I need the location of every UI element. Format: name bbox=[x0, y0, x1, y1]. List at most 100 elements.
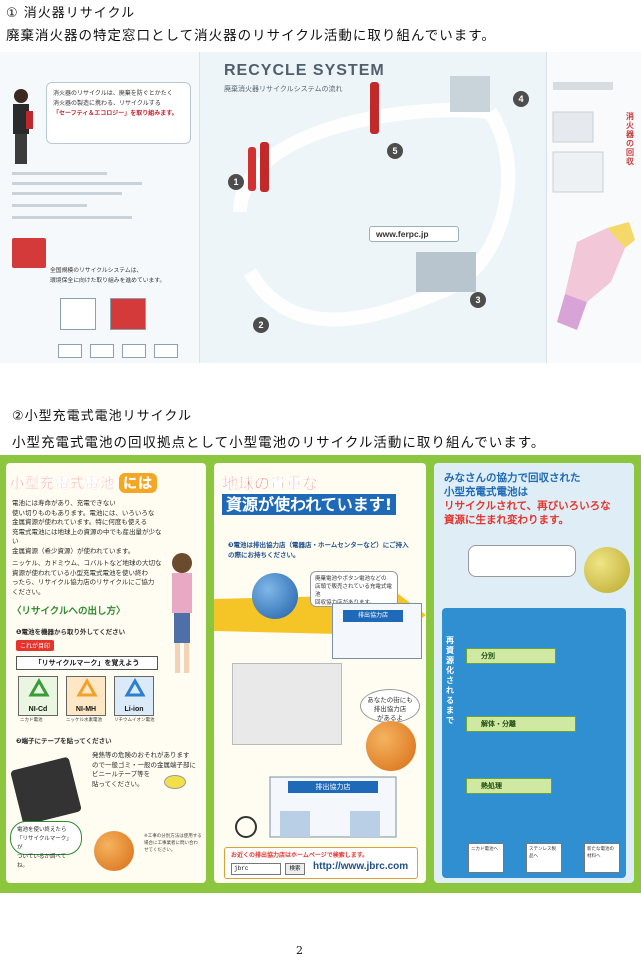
tape-line: ビニールテープ等を bbox=[92, 770, 151, 778]
earth-mascot-icon bbox=[252, 573, 298, 619]
liion-mark-label: Li-ion bbox=[124, 706, 144, 713]
howto-title: 〈リサイクルへの出し方〉 bbox=[12, 606, 126, 617]
battery-resource-text: ニッケル、カドミウム、コバルトなど地球の大切な 資源が使われている小型充電式電池… bbox=[12, 559, 162, 597]
speech-line: 廃棄電池やボタン電池などの bbox=[315, 576, 387, 582]
section1-text: 廃棄消火器の特定窓口として消火器のリサイクル活動に取り組んでいます。 bbox=[6, 28, 496, 44]
shop-street-illustration: 排出協力店 bbox=[230, 771, 410, 841]
section2-text: 小型充電式電池の回収拠点として小型電池のリサイクル活動に取り組んでいます。 bbox=[12, 435, 546, 451]
recycling-flow: 再資源化されるまで 分別 解体・分離 熱処理 bbox=[442, 608, 626, 878]
mark-tag: これが目印 bbox=[16, 640, 55, 651]
jbrc-url-link[interactable]: http://www.jbrc.com bbox=[313, 861, 409, 872]
recycle-icon bbox=[124, 677, 146, 697]
system-hint: 全国規模のリサイクルシステムは、 環境保全に向けた取り組みを進めています。 bbox=[50, 266, 195, 286]
extinguisher-icon bbox=[260, 142, 269, 192]
step3-text: ❸電池は排出協力店（電器店・ホームセンターなど）にご持入の際にお持ちください。 bbox=[228, 541, 409, 559]
red-label-box bbox=[12, 238, 46, 268]
text-line bbox=[12, 216, 132, 219]
girl-illustration bbox=[172, 553, 192, 673]
extinguisher-recycle-panel: 消火器のリサイクルは、廃棄を防ぐとかたく 消火器の製造に携わる、リサイクルする … bbox=[0, 52, 641, 363]
text-line bbox=[12, 204, 87, 207]
recycle-icon bbox=[28, 677, 50, 697]
intro-text-line: 金属資源（希少資源）が使われています。 bbox=[12, 546, 135, 555]
step-4-number: 4 bbox=[518, 94, 523, 104]
result-nicd: ニカド電池へ bbox=[468, 843, 504, 873]
hint-line-2: 環境保全に向けた取り組みを進めています。 bbox=[50, 278, 166, 284]
factory-icon bbox=[416, 252, 476, 292]
search-caption: お近くの排出協力店はホームページで検索します。 bbox=[231, 852, 369, 859]
shop-bubble: あなたの街にも 排出協力店 があるよ bbox=[360, 689, 420, 723]
step-1-number: 1 bbox=[233, 177, 238, 187]
recycle-icon bbox=[76, 677, 98, 697]
tape-line: 貼ってください。 bbox=[92, 779, 144, 788]
battery-photo bbox=[10, 756, 82, 826]
recycling-process-column: みなさんの協力で回収された 小型充電式電池は リサイクルされて、再びいろいろな … bbox=[434, 463, 634, 883]
process-title-line2: 小型充電式電池は bbox=[444, 486, 528, 498]
mark-check-note: 電池を使い終えたら 「リサイクルマーク」が ついているか調べてね。 bbox=[10, 821, 82, 869]
battery-title: 小型充電式電池には bbox=[10, 473, 157, 493]
stage-sorting: 分別 bbox=[466, 648, 556, 664]
japan-map-illustration bbox=[552, 82, 635, 330]
stage-disassembly: 解体・分離 bbox=[466, 716, 576, 732]
speech-line: 店頭で販売されている充電式電池 bbox=[315, 584, 392, 598]
resource-text-line: ください。 bbox=[12, 587, 45, 596]
tape-instructions: 発熱等の危険のおそれがあります ので一般ゴミ・一般の金属端子部に ビニールテープ… bbox=[92, 751, 202, 789]
flow-box bbox=[58, 344, 82, 358]
resource-text-line: 資源が使われている小型充電式電池を使い終わ bbox=[12, 568, 148, 577]
panel1-left-column: 消火器のリサイクルは、廃棄を防ぐとかたく 消火器の製造に携わる、リサイクルする … bbox=[0, 52, 200, 363]
battery-intro-text: 電池には寿命があり、充電できない 使い切りものもあります。電池には、いろいろな … bbox=[12, 499, 162, 556]
step-5-number: 5 bbox=[392, 146, 397, 156]
nicd-recycle-mark: NI-Cd bbox=[18, 676, 58, 716]
mascot-icon bbox=[366, 721, 416, 771]
extinguisher-icon bbox=[370, 82, 379, 134]
flow-box bbox=[122, 344, 146, 358]
bubble-line: があるよ bbox=[377, 714, 403, 722]
speech-bubble bbox=[468, 545, 576, 577]
result-new-battery: 新たな電池の材料へ bbox=[584, 843, 620, 873]
nicd-caption: ニカド電池 bbox=[20, 718, 43, 723]
collection-speech: 廃棄電池やボタン電池などの 店頭で販売されている充電式電池 回収協力店があります… bbox=[310, 571, 398, 607]
collected-batteries-photo bbox=[232, 663, 342, 745]
page-number: 2 bbox=[296, 944, 303, 957]
flow-box bbox=[90, 344, 114, 358]
tape-line: 発熱等の危険のおそれがあります bbox=[92, 751, 190, 759]
intro-line-3: 「セーフティ＆エコロジー」を取り組みます。 bbox=[53, 110, 178, 117]
recycle-cycle-diagram: 1 2 3 4 5 bbox=[228, 76, 529, 333]
search-button[interactable]: 検索 bbox=[285, 863, 305, 875]
tape-icon bbox=[164, 775, 186, 789]
result-stainless: ステンレス製品へ bbox=[526, 843, 562, 873]
flow-box bbox=[110, 298, 146, 330]
process-title-line3: リサイクルされて、再びいろいろな bbox=[444, 500, 611, 512]
resource-text-line: ニッケル、カドミウム、コバルトなど地球の大切な bbox=[12, 559, 162, 567]
warehouse-icon bbox=[450, 76, 490, 112]
jbrc-search-box: お近くの排出協力店はホームページで検索します。 jbrc 検索 http://w… bbox=[224, 847, 418, 879]
note-line: ついているか調べてね。 bbox=[17, 854, 67, 869]
hint-line-1: 全国規模のリサイクルシステムは、 bbox=[50, 268, 143, 274]
bubble-line: 排出協力店 bbox=[373, 705, 407, 713]
battery-recycle-panel: 小型充電式電池には 電池には寿命があり、充電できない 使い切りものもあります。電… bbox=[0, 455, 641, 893]
battery-intro-column: 小型充電式電池には 電池には寿命があり、充電できない 使い切りものもあります。電… bbox=[6, 463, 206, 883]
intro-text-line: 充電式電池には地球上の資源の中でも産出量が少ない bbox=[12, 527, 162, 546]
intro-bubble: 消火器のリサイクルは、廃棄を防ぐとかたく 消火器の製造に携わる、リサイクルする … bbox=[46, 82, 191, 144]
step-numbers: 1 2 3 4 5 bbox=[228, 91, 529, 333]
section1-heading: ① 消火器リサイクル bbox=[6, 6, 136, 21]
shop2-sign: 排出協力店 bbox=[288, 781, 378, 793]
title-badge: には bbox=[119, 473, 157, 493]
intro-line-2: 消火器の製造に携わる、リサイクルする bbox=[53, 100, 161, 107]
flow-box bbox=[60, 298, 96, 330]
flow-vertical-label: 再資源化されるまで bbox=[446, 636, 454, 725]
flow-box bbox=[154, 344, 178, 358]
step2-text: ❷端子にテープを貼ってください bbox=[16, 737, 112, 745]
process-title-line1: みなさんの協力で回収された bbox=[444, 472, 581, 484]
nimh-recycle-mark: NI-MH bbox=[66, 676, 106, 716]
text-line bbox=[12, 192, 122, 195]
search-input[interactable]: jbrc bbox=[231, 863, 281, 875]
collection-shop: 排出協力店 bbox=[332, 603, 422, 659]
recycle-system-subtitle: 廃棄消火器リサイクルシステムの流れ bbox=[224, 85, 343, 93]
nimh-caption: ニッケル水素電池 bbox=[66, 718, 102, 723]
text-line bbox=[12, 182, 142, 185]
shop-sign: 排出協力店 bbox=[343, 610, 403, 622]
bubble-line: あなたの街にも bbox=[367, 696, 413, 704]
intro-line-1: 消火器のリサイクルは、廃棄を防ぐとかたく bbox=[53, 90, 173, 97]
ferpc-url[interactable]: www.ferpc.jp bbox=[369, 226, 459, 242]
step1-text: ❶電池を機器から取り外してください bbox=[16, 628, 126, 636]
